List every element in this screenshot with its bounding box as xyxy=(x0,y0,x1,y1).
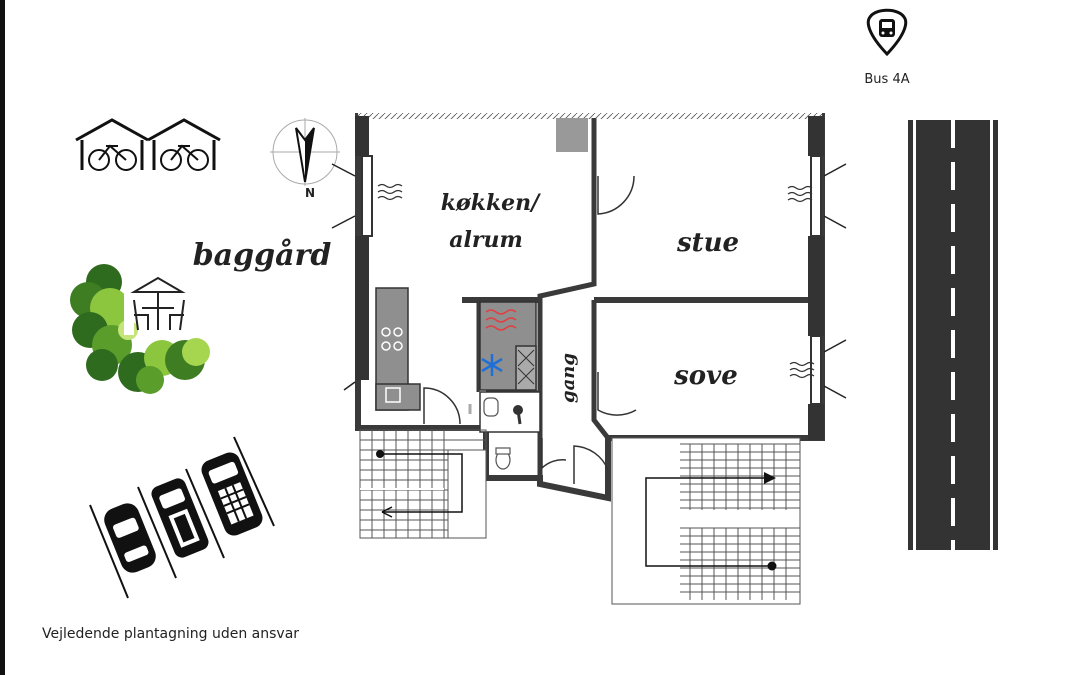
bus-stop-label: Bus 4A xyxy=(864,72,909,87)
room-label-living: stue xyxy=(676,228,739,258)
yard-label: baggård xyxy=(193,238,332,273)
left-edge xyxy=(0,0,5,675)
compass-icon xyxy=(270,118,340,186)
garden-trees xyxy=(70,264,210,394)
staircase-icon xyxy=(611,437,801,605)
car-parking-icon xyxy=(89,436,275,599)
bus-stop-pin-icon xyxy=(866,8,908,57)
room-label-kitchen-2: alrum xyxy=(449,227,522,253)
door-swings xyxy=(423,175,637,484)
room-label-bedroom: sove xyxy=(673,361,738,391)
compass-north-label: N xyxy=(305,186,315,200)
room-label-kitchen: køkken/ xyxy=(441,190,541,216)
apartment-floor-plan: køkken/ alrum stue sove gang xyxy=(331,113,847,605)
room-label-hallway: gang xyxy=(558,353,579,403)
road-icon xyxy=(908,120,998,550)
snowflake-icon xyxy=(481,354,503,376)
bike-shed-icon xyxy=(75,118,221,171)
disclaimer-text: Vejledende plantagning uden ansvar xyxy=(42,626,299,642)
staircase-icon xyxy=(359,429,487,539)
garden-table-icon xyxy=(130,276,186,331)
